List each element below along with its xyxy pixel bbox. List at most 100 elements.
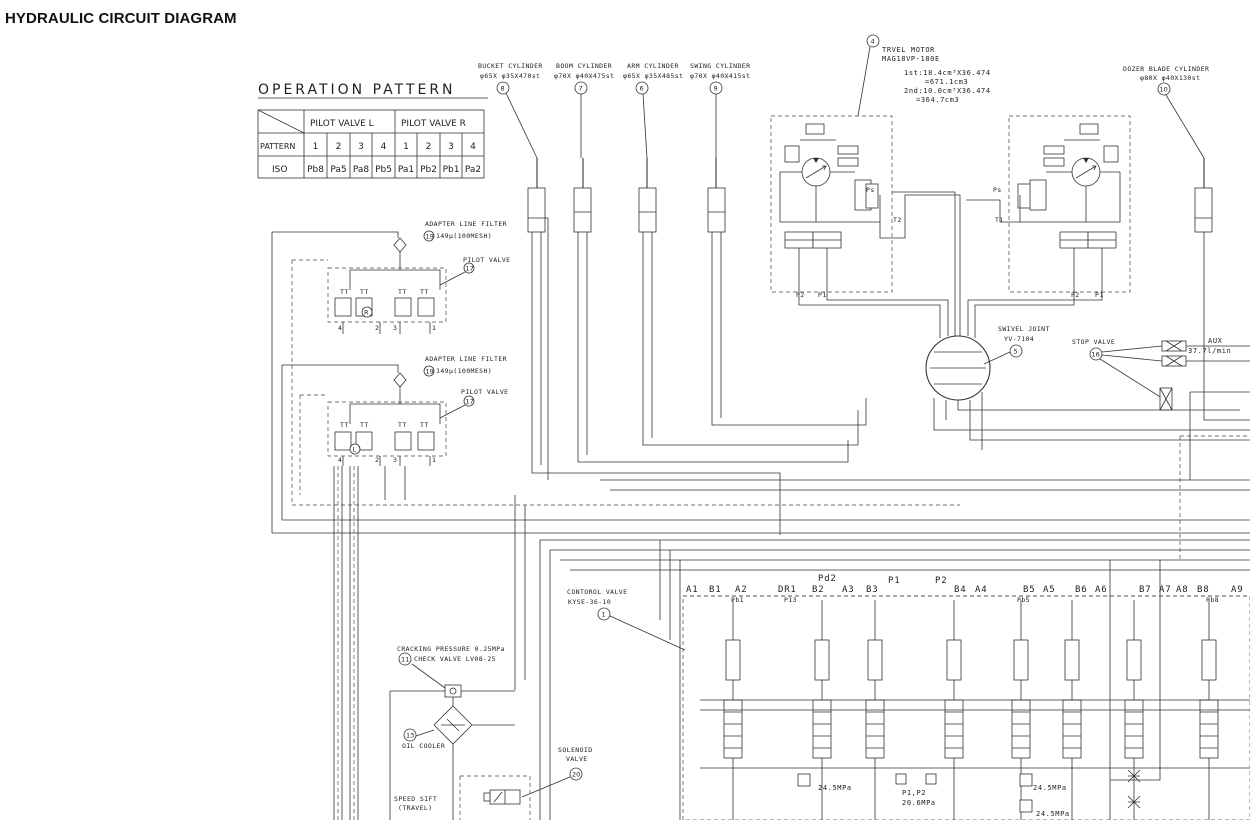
pressure-label: 24.5MPa bbox=[1036, 810, 1070, 818]
callout-number: 7 bbox=[579, 85, 583, 93]
spool-actuator bbox=[946, 639, 962, 681]
callout-number: 4 bbox=[871, 38, 875, 46]
pilot-port: 2 bbox=[375, 324, 379, 332]
spool-actuator bbox=[1064, 639, 1080, 681]
cv-port-label: A8 bbox=[1176, 585, 1188, 595]
pattern-number: 2 bbox=[426, 142, 432, 152]
cylinder-spec: φ65X φ35X470st bbox=[480, 72, 540, 80]
control-valve-name: CONTOROL VALVE bbox=[567, 588, 627, 596]
cv-port-label: B8 bbox=[1197, 585, 1209, 595]
cv-port-label: A3 bbox=[842, 585, 854, 595]
spool-section bbox=[723, 699, 743, 759]
cv-port-label: B1 bbox=[709, 585, 721, 595]
spool-actuator bbox=[814, 639, 830, 681]
cv-port-label: A4 bbox=[975, 585, 987, 595]
iso-value: Pa1 bbox=[398, 165, 414, 175]
callout-number: 5 bbox=[1014, 348, 1018, 356]
filter-pilot-block-lower: ADAPTER LINE FILTER 19 149μ(100MESH) PIL… bbox=[327, 355, 508, 466]
filter-name: ADAPTER LINE FILTER bbox=[425, 355, 507, 363]
row-header-pattern: PATTERN bbox=[260, 142, 295, 151]
pilot-port: 4 bbox=[338, 324, 342, 332]
pilot-port: 1 bbox=[432, 456, 436, 464]
group-label-r: PILOT VALVE R bbox=[401, 119, 466, 129]
cv-sub-label: Pb5 bbox=[1017, 596, 1030, 604]
solenoid-block: SOLENOID VALVE 20 SPEED SIFT (TRAVEL) bbox=[394, 746, 593, 820]
pilot-port: 3 bbox=[393, 324, 397, 332]
pilot-port: 1 bbox=[432, 324, 436, 332]
cylinder-spec: φ65X φ35X485st bbox=[623, 72, 683, 80]
solenoid-text: VALVE bbox=[566, 755, 588, 763]
cv-port-label: B6 bbox=[1075, 585, 1087, 595]
pilot-tt: TT bbox=[340, 421, 349, 429]
check-valve-text: CHECK VALVE LV08-25 bbox=[414, 655, 496, 663]
aux-flow: 37.7l/min bbox=[1188, 347, 1231, 355]
filter-spec: 149μ(100MESH) bbox=[436, 367, 492, 375]
travel-motor-spec: 1st:18.4cm³X36.474 bbox=[904, 69, 991, 77]
spool-actuator bbox=[1201, 639, 1217, 681]
cylinder-name: ARM CYLINDER bbox=[627, 62, 679, 70]
cv-port-label: B5 bbox=[1023, 585, 1035, 595]
port-label: Ps bbox=[993, 186, 1002, 194]
oil-cooler-block: 13 OIL COOLER bbox=[402, 697, 515, 820]
callout-number: 10 bbox=[1160, 86, 1168, 94]
stop-valve-block: STOP VALVE 16 AUX 37.7l/min bbox=[1072, 337, 1250, 411]
spool-section bbox=[1062, 699, 1082, 759]
cylinder-bubbles: 8 7 6 9 bbox=[496, 81, 723, 159]
callout-number: 6 bbox=[640, 85, 644, 93]
cylinder-name: SWING CYLINDER bbox=[690, 62, 750, 70]
stop-valve-name: STOP VALVE bbox=[1072, 338, 1115, 346]
port-label: P1 bbox=[1095, 291, 1104, 299]
cylinder-name: BOOM CYLINDER bbox=[556, 62, 612, 70]
travel-motor-spec: =364.7cm3 bbox=[916, 96, 959, 104]
group-label-l: PILOT VALVE L bbox=[310, 119, 374, 129]
cv-port-label: P2 bbox=[935, 576, 947, 586]
page-title: HYDRAULIC CIRCUIT DIAGRAM bbox=[5, 10, 237, 27]
spool-section bbox=[1199, 699, 1219, 759]
cylinder-labels: BUCKET CYLINDER φ65X φ35X470st BOOM CYLI… bbox=[478, 62, 750, 80]
travel-motor-spec: 2nd:10.0cm³X36.474 bbox=[904, 87, 991, 95]
spool-actuator bbox=[867, 639, 883, 681]
swivel-joint-block: SWIVEL JOINT YV-7104 5 bbox=[925, 325, 1050, 401]
dozer-block: DOZER BLADE CYLINDER φ80X φ40X130st 10 bbox=[1123, 65, 1209, 159]
pilot-tt: TT bbox=[420, 288, 429, 296]
pipe-network bbox=[271, 191, 1250, 820]
speed-shift-text: SPEED SIFT bbox=[394, 795, 437, 803]
control-valve-model: KYSE-36-10 bbox=[568, 598, 611, 606]
cylinder-spec: φ70X φ40X415st bbox=[690, 72, 750, 80]
cv-sub-label: Pb1 bbox=[731, 596, 744, 604]
iso-value: Pb8 bbox=[307, 165, 324, 175]
cv-port-label: A2 bbox=[735, 585, 747, 595]
cylinder-symbols bbox=[527, 158, 1213, 233]
cv-port-label: DR1 bbox=[778, 585, 797, 595]
cv-port-label: A6 bbox=[1095, 585, 1107, 595]
pilot-port: 3 bbox=[393, 456, 397, 464]
port-label: P1 bbox=[818, 291, 827, 299]
swivel-joint-name: SWIVEL JOINT bbox=[998, 325, 1050, 333]
iso-value: Pa8 bbox=[353, 165, 370, 175]
spool-section bbox=[1011, 699, 1031, 759]
aux-label: AUX bbox=[1208, 337, 1223, 345]
port-label: P2 bbox=[1071, 291, 1080, 299]
iso-value: Pa2 bbox=[465, 165, 481, 175]
callout-number: 9 bbox=[714, 85, 718, 93]
spool-actuator bbox=[725, 639, 741, 681]
check-valve-text: CRACKING PRESSURE 0.25MPa bbox=[397, 645, 505, 653]
pilot-port: 4 bbox=[338, 456, 342, 464]
filter-pilot-block-upper: ADAPTER LINE FILTER 19 149μ(100MESH) PIL… bbox=[327, 220, 510, 334]
spool-section bbox=[865, 699, 885, 759]
pilot-tt: TT bbox=[398, 288, 407, 296]
spool-actuator bbox=[1013, 639, 1029, 681]
spool-section bbox=[812, 699, 832, 759]
solenoid-text: SOLENOID bbox=[558, 746, 593, 754]
cv-port-label: A7 bbox=[1159, 585, 1171, 595]
spool-section bbox=[944, 699, 964, 759]
travel-motor-spec: =671.1cm3 bbox=[925, 78, 968, 86]
cv-port-label: P1 bbox=[888, 576, 900, 586]
cv-port-label: B4 bbox=[954, 585, 966, 595]
port-label: T2 bbox=[893, 216, 902, 224]
pilot-port: 2 bbox=[375, 456, 379, 464]
pattern-number: 1 bbox=[313, 142, 319, 152]
callout-number: 16 bbox=[1092, 351, 1100, 359]
